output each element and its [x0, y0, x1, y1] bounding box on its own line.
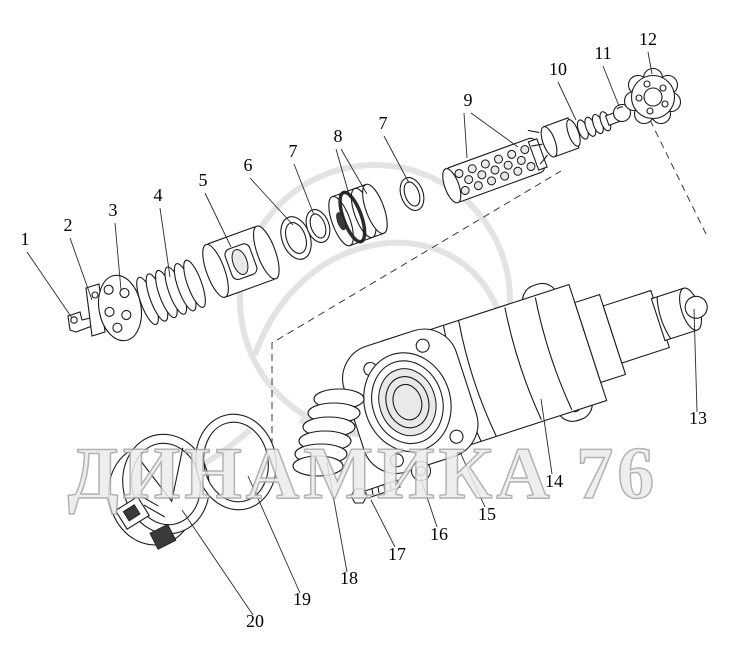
leader-line-10 [557, 81, 577, 121]
part-ball [612, 103, 632, 123]
leader-line-16 [420, 478, 438, 528]
callout-8: 8 [334, 126, 343, 146]
callout-16: 16 [430, 524, 448, 544]
part-housing-flange [342, 328, 479, 474]
leader-line-8b [340, 148, 368, 195]
leader-line-6 [249, 177, 294, 226]
leader-line-7b [383, 135, 410, 184]
callout-7a: 7 [289, 141, 298, 161]
leader-line-13 [693, 308, 698, 413]
callout-10: 10 [549, 59, 567, 79]
callout-19: 19 [293, 589, 311, 609]
callout-14: 14 [545, 471, 563, 491]
callout-20: 20 [246, 611, 264, 631]
housing-assembly [342, 282, 708, 474]
part-ring-7b [399, 177, 425, 211]
part-spring-small [136, 259, 206, 326]
leader-line-15 [459, 451, 486, 508]
callout-4: 4 [154, 185, 163, 205]
leader-line-20 [181, 509, 254, 616]
leader-line-11 [602, 65, 620, 107]
callout-3: 3 [109, 200, 118, 220]
part-washer [410, 460, 432, 482]
leader-line-2 [69, 237, 93, 301]
leader-line-12 [647, 51, 653, 75]
part-tube-tip [679, 287, 708, 331]
leader-line-5 [204, 192, 232, 248]
callout-6: 6 [244, 155, 253, 175]
construction-lines [271, 119, 707, 457]
leader-line-19 [247, 475, 301, 594]
leader-line-1 [26, 251, 73, 319]
part-clip [67, 311, 93, 333]
leader-line-8a [335, 148, 351, 199]
part-o-ring [195, 413, 277, 511]
leader-line-9b [470, 112, 519, 148]
callout-9: 9 [464, 90, 473, 110]
leader-line-17 [370, 499, 396, 548]
callout-13: 13 [689, 408, 707, 428]
part-cap [108, 433, 210, 550]
leader-lines [26, 51, 698, 616]
callout-numbers: 1 2 3 4 5 6 7 8 7 9 10 11 12 13 14 15 16… [21, 29, 708, 631]
part-valve-fitting [527, 111, 621, 165]
part-perforated-disc [97, 274, 143, 342]
part-valve-body [202, 225, 280, 298]
watermark-text: ДИНАМИКА 76 [68, 433, 658, 515]
part-ring-7a [305, 209, 331, 243]
callout-15: 15 [478, 504, 496, 524]
part-scalloped-nut [623, 67, 682, 125]
leader-line-9a [463, 112, 468, 159]
leader-line-7a [293, 163, 315, 216]
leader-line-4 [159, 207, 171, 278]
part-spring-large [292, 388, 365, 477]
callout-18: 18 [340, 568, 358, 588]
part-bolt [350, 479, 401, 504]
callout-17: 17 [388, 544, 406, 564]
callout-7b: 7 [379, 113, 388, 133]
leader-line-14 [540, 398, 553, 475]
callout-5: 5 [199, 170, 208, 190]
callout-2: 2 [64, 215, 73, 235]
callout-1: 1 [21, 229, 30, 249]
callout-11: 11 [594, 43, 611, 63]
callout-12: 12 [639, 29, 657, 49]
leader-line-3 [114, 222, 122, 291]
part-grooved-piston [328, 183, 388, 247]
leader-line-18 [326, 461, 348, 573]
part-filter-tube [442, 137, 548, 204]
